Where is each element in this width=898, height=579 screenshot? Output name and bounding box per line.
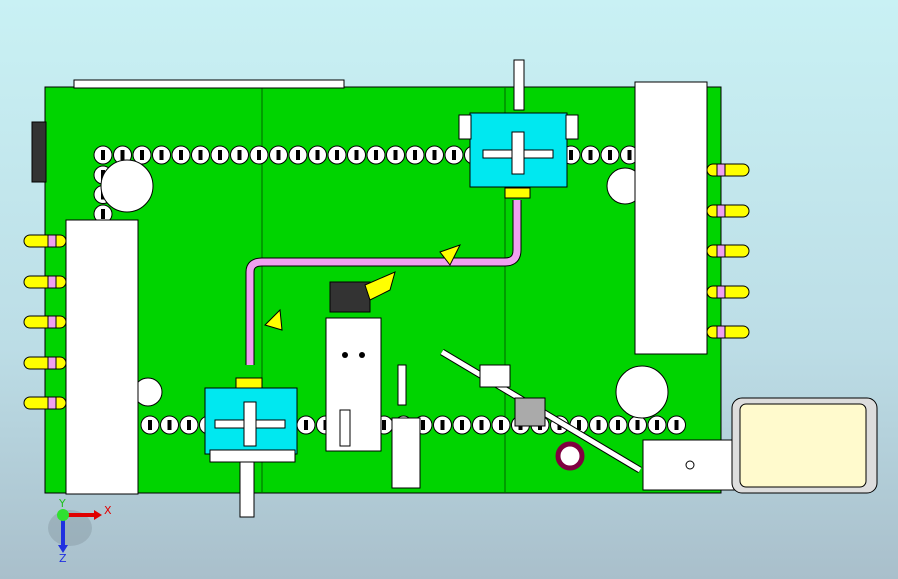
chain-pin <box>655 420 659 430</box>
air-fitting <box>706 285 750 299</box>
left-motor <box>31 121 47 183</box>
air-fitting <box>23 234 67 248</box>
air-fitting <box>706 244 750 258</box>
control-box <box>731 397 878 494</box>
z-axis-label: Z <box>59 552 67 565</box>
chain-pin <box>421 420 425 430</box>
chain-pin <box>315 150 320 160</box>
fitting-band <box>716 325 726 339</box>
chain-pin <box>616 420 620 430</box>
air-fitting <box>706 325 750 339</box>
fitting-band <box>47 396 57 410</box>
chain-pin <box>588 150 593 160</box>
air-fitting <box>706 204 750 218</box>
air-fitting <box>23 356 67 370</box>
chain-pin <box>120 150 125 160</box>
chain-pin <box>198 150 203 160</box>
fitting-band <box>716 244 726 258</box>
chain-pin <box>393 150 398 160</box>
chain-pin <box>140 150 144 160</box>
chain-pin <box>627 150 632 160</box>
chain-pin <box>304 420 308 430</box>
chain-pin <box>354 150 359 160</box>
fitting-band <box>47 234 57 248</box>
valve-block <box>391 364 421 489</box>
chain-pin <box>101 150 105 160</box>
chain-pin <box>257 150 261 160</box>
air-fitting <box>23 315 67 329</box>
y-axis-label: Y <box>58 497 66 510</box>
fitting-band <box>716 204 726 218</box>
chain-pin <box>413 150 417 160</box>
chain-pin <box>635 420 640 430</box>
air-fittings <box>23 163 750 410</box>
air-fitting <box>23 396 67 410</box>
center-block <box>325 271 396 452</box>
air-fitting <box>706 163 750 177</box>
pipe-run <box>245 200 522 365</box>
chain-pin <box>382 420 386 430</box>
chain-pin <box>596 420 601 430</box>
fitting-band <box>716 163 726 177</box>
left-manifold-panel <box>65 219 139 495</box>
chain-pin <box>237 150 242 160</box>
fitting-band <box>716 285 726 299</box>
chain-pin <box>608 150 612 160</box>
fitting-band <box>47 356 57 370</box>
fitting-band <box>47 315 57 329</box>
sprockets <box>100 159 669 419</box>
chain-pin <box>432 150 437 160</box>
top-fixture <box>458 59 579 199</box>
chain-pin <box>335 150 339 160</box>
chain-pin <box>148 420 152 430</box>
chain-pin <box>101 209 105 219</box>
chain-pin <box>179 150 183 160</box>
axis-triad: X Y Z <box>48 497 112 565</box>
chain-pin <box>296 150 300 160</box>
chain-pin <box>577 420 581 430</box>
chain-pin <box>499 420 503 430</box>
chain-pin <box>479 420 484 430</box>
bottom-fixture <box>204 377 298 518</box>
chain-pin <box>674 420 679 430</box>
chain-pin <box>569 150 573 160</box>
chain-pin <box>460 420 464 430</box>
air-fitting <box>23 275 67 289</box>
chain-pin <box>167 420 172 430</box>
chain-pin <box>452 150 456 160</box>
chain-pin <box>276 150 281 160</box>
x-axis-label: X <box>104 504 112 517</box>
fitting-band <box>47 275 57 289</box>
chain-pin <box>218 150 222 160</box>
chain-pin <box>374 150 378 160</box>
chain-pin <box>187 420 191 430</box>
cylinder-arm <box>440 348 642 474</box>
right-manifold-panel <box>634 81 708 355</box>
chain-pin <box>440 420 445 430</box>
chain-pin <box>159 150 164 160</box>
